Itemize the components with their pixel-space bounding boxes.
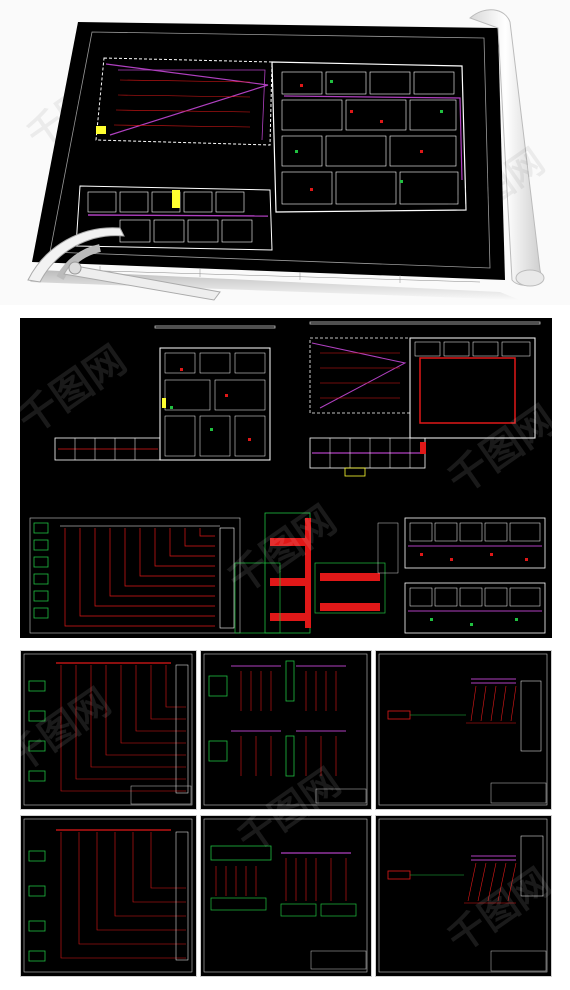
protractor-icon (27, 227, 221, 301)
detail-sheet-2 (200, 650, 372, 810)
overview-drawing-sheet: 千图网 千图网 千图网 (10, 318, 565, 638)
rolled-paper-icon (469, 9, 542, 286)
detail-sheet-5 (200, 815, 372, 977)
hero-section: 千图网 千图网 (0, 0, 570, 305)
detail-sheet-6 (375, 815, 552, 977)
detail-sheet-3 (375, 650, 552, 810)
detail-sheet-1 (20, 650, 197, 810)
hero-illustration (27, 9, 545, 301)
perspective-sheet (32, 22, 505, 280)
detail-sheet-4 (20, 815, 197, 977)
overview-drawing (29, 321, 546, 634)
